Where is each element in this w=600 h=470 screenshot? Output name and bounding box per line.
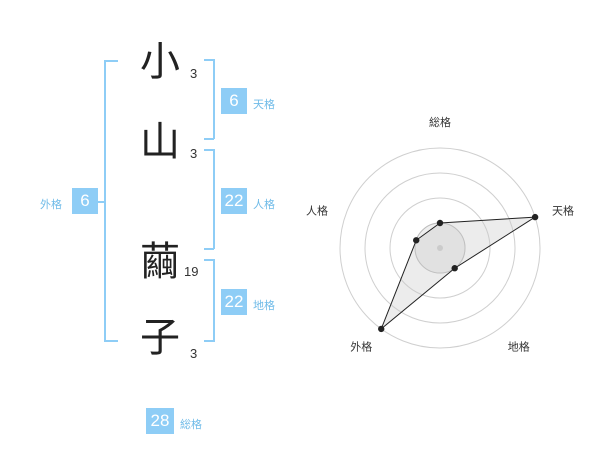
name-char-2: 山 — [140, 119, 180, 165]
radar-point-4 — [378, 325, 385, 333]
radar-point-2 — [531, 213, 539, 221]
radar-axis-label-2: 天格 — [552, 203, 574, 217]
radar-value-polygon — [380, 216, 536, 330]
gaikaku-connector — [98, 201, 106, 203]
jinkaku-value: 22 — [221, 188, 247, 214]
tenkaku-label: 天格 — [253, 98, 275, 111]
gaikaku-label: 外格 — [40, 198, 62, 211]
name-bracket-top — [104, 60, 118, 62]
tenkaku-value: 6 — [221, 88, 247, 114]
radar-center-dot — [437, 245, 443, 251]
radar-axis-label-5: 人格 — [306, 203, 328, 217]
jinkaku-label: 人格 — [253, 198, 275, 211]
jinkaku-bracket-vertical — [213, 149, 215, 249]
tenkaku-bracket-vertical — [213, 59, 215, 139]
jinkaku-bracket-top — [204, 149, 214, 151]
chikaku-bracket-vertical — [213, 259, 215, 342]
name-char-1: 小 — [140, 39, 180, 85]
radar-ring-2 — [389, 197, 491, 299]
radar-point-1 — [436, 219, 444, 227]
chikaku-value: 22 — [221, 289, 247, 315]
name-char-4-strokes: 3 — [190, 346, 198, 361]
soukaku-value: 28 — [146, 408, 174, 434]
radar-axis-label-4: 外格 — [350, 340, 372, 354]
radar-axis-label-3: 地格 — [508, 340, 530, 354]
chikaku-bracket-top — [204, 259, 214, 261]
radar-ring-3 — [364, 172, 516, 324]
chikaku-bracket-bottom — [204, 340, 214, 342]
tenkaku-bracket-top — [204, 59, 214, 61]
name-char-1-strokes: 3 — [190, 66, 198, 81]
soukaku-label: 総格 — [180, 418, 202, 431]
jinkaku-bracket-bottom — [204, 248, 214, 250]
radar-point-5 — [413, 237, 420, 244]
tenkaku-bracket-bottom — [204, 138, 214, 140]
name-char-4: 子 — [140, 315, 180, 361]
name-char-3: 繭 — [140, 239, 180, 285]
radar-axis-label-1: 総格 — [429, 115, 451, 129]
radar-point-3 — [451, 265, 458, 272]
radar-ring-4 — [339, 147, 541, 349]
gaikaku-value: 6 — [72, 188, 98, 214]
name-char-3-strokes: 19 — [184, 264, 199, 279]
chikaku-label: 地格 — [253, 299, 275, 312]
name-bracket-bottom — [104, 340, 118, 342]
name-char-2-strokes: 3 — [190, 146, 198, 161]
